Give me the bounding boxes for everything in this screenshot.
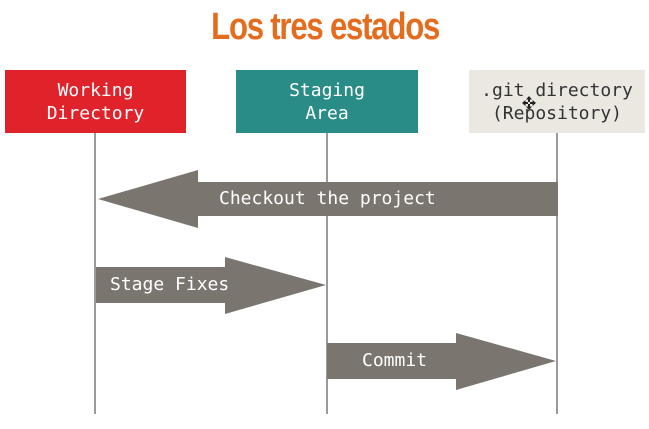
commit-arrow-label: Commit	[362, 350, 428, 371]
staging-area-label-line1: Staging	[289, 79, 365, 101]
working-directory-label-line1: Working	[57, 79, 134, 101]
working-directory-box: Working Directory	[5, 70, 186, 133]
stage-fixes-arrow-label: Stage Fixes	[110, 274, 230, 295]
checkout-arrow-label: Checkout the project	[219, 188, 436, 209]
working-directory-lifeline	[94, 133, 96, 414]
move-cursor-icon	[522, 96, 536, 110]
git-directory-label-line1: .git directory	[481, 79, 633, 101]
staging-area-label-line2: Area	[305, 102, 349, 124]
checkout-arrow	[98, 170, 558, 228]
git-directory-box: .git directory (Repository)	[469, 70, 645, 133]
git-directory-label-line2: (Repository)	[491, 102, 623, 124]
staging-area-lifeline	[326, 133, 328, 414]
diagram-title: Los tres estados	[211, 6, 440, 48]
working-directory-label-line2: Directory	[46, 102, 145, 124]
git-directory-lifeline	[556, 133, 558, 414]
stage-fixes-arrow	[96, 257, 326, 314]
staging-area-box: Staging Area	[236, 70, 418, 133]
commit-arrow	[327, 333, 556, 390]
